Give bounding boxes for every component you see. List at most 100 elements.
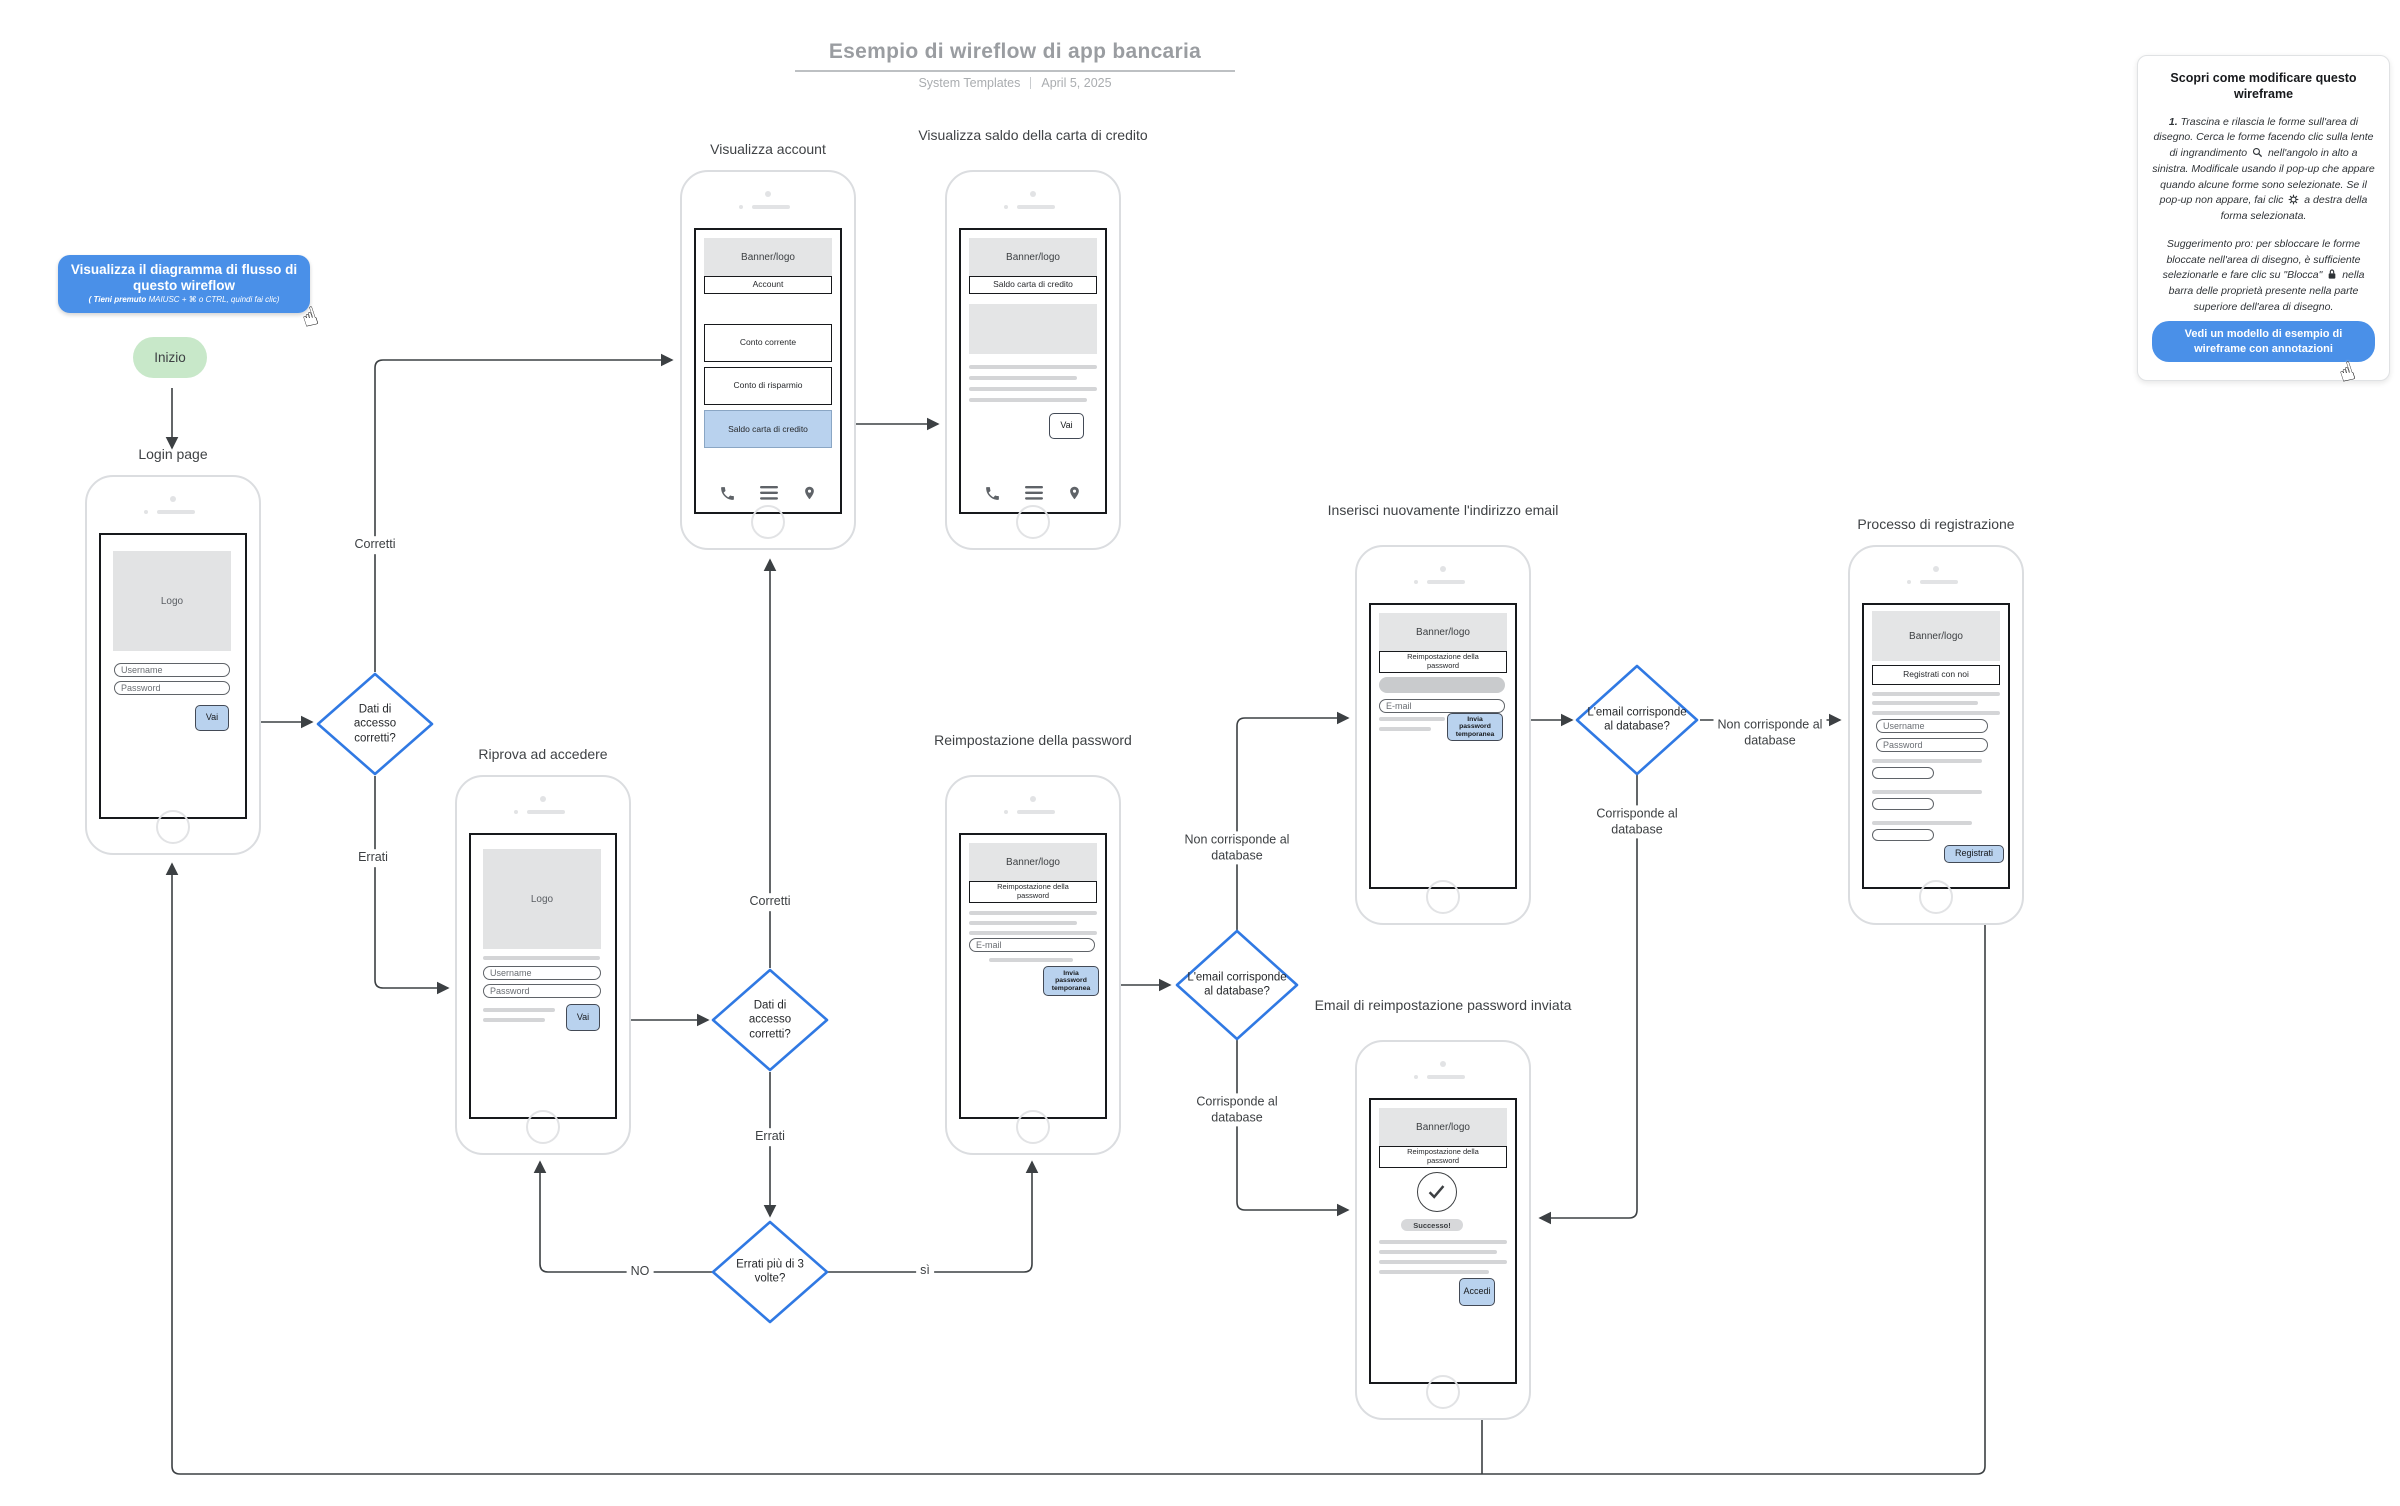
home-button[interactable] [1016, 1110, 1050, 1144]
page-title: Esempio di wireflow di app bancaria [794, 40, 1236, 72]
username-field[interactable]: Username [483, 966, 601, 980]
menu-icon[interactable] [760, 486, 778, 500]
go-button[interactable]: Vai [1049, 413, 1084, 439]
extra-field[interactable] [1872, 829, 1934, 841]
banner-logo: Banner/logo [969, 843, 1097, 881]
screen-retry: Logo Username Password Vai [469, 833, 617, 1119]
send-temp-password-button[interactable]: Invia password temporanea [1447, 713, 1503, 741]
phone-registration: Banner/logo Registrati con noi Username … [1848, 545, 2024, 925]
decision-d2-shape [711, 968, 829, 1072]
home-button[interactable] [156, 810, 190, 844]
go-button[interactable]: Vai [195, 705, 229, 731]
text-line [1379, 1270, 1489, 1274]
sensor-dot [1004, 810, 1008, 814]
card-balance-heading: Saldo carta di credito [969, 276, 1097, 294]
extra-field[interactable] [1872, 767, 1934, 779]
sensor-dot [144, 510, 148, 514]
text-line [1379, 727, 1431, 731]
decision-d5-label: L'email corrisponde al database? [1587, 706, 1687, 733]
speaker [1427, 580, 1465, 584]
diagram-header: Esempio di wireflow di app bancaria Syst… [765, 40, 1265, 90]
conto-corrente-button[interactable]: Conto corrente [704, 324, 832, 362]
home-button[interactable] [1426, 880, 1460, 914]
gear-icon [2289, 194, 2299, 205]
username-field[interactable]: Username [114, 663, 230, 677]
camera-dot [1030, 796, 1036, 802]
home-button[interactable] [1016, 505, 1050, 539]
phone-title-card-balance: Visualizza saldo della carta di credito [918, 127, 1148, 143]
text-line [969, 387, 1097, 391]
password-field[interactable]: Password [114, 681, 230, 695]
saldo-carta-button[interactable]: Saldo carta di credito [704, 410, 832, 448]
edge-d3-si-reset [823, 1160, 1039, 1273]
edge-label-corretti-1: Corretti [350, 536, 400, 554]
camera-dot [1440, 1061, 1446, 1067]
text-line [483, 956, 600, 960]
panel-title: Scopri come modificare questo wireframe [2170, 71, 2357, 102]
decision-d5-shape [1575, 664, 1699, 776]
phone-title-login: Login page [138, 446, 208, 462]
password-field[interactable]: Password [1876, 738, 1988, 752]
go-button[interactable]: Vai [566, 1004, 600, 1031]
text-line [1379, 1260, 1507, 1264]
sensor-dot [1414, 580, 1418, 584]
speaker [1427, 1075, 1465, 1079]
edge-d3-no-retry [533, 1160, 717, 1273]
conto-risparmio-button[interactable]: Conto di risparmio [704, 367, 832, 405]
location-icon[interactable] [802, 484, 817, 502]
edge-d1-retry [374, 776, 450, 995]
email-field[interactable]: E-mail [1379, 699, 1505, 713]
home-button[interactable] [751, 505, 785, 539]
logo-placeholder: Logo [113, 551, 231, 651]
home-button[interactable] [526, 1110, 560, 1144]
register-button[interactable]: Registrati [1944, 845, 2004, 863]
phone-title-email-sent: Email di reimpostazione password inviata [1314, 997, 1572, 1013]
sensor-dot [514, 810, 518, 814]
decision-d1-shape [316, 672, 434, 776]
magnifier-icon [2252, 147, 2263, 158]
login-button[interactable]: Accedi [1459, 1278, 1495, 1306]
screen-login: Logo Username Password Vai [99, 533, 247, 819]
screen-pw-reset: Banner/logo Reimpostazione della passwor… [959, 833, 1107, 1119]
menu-icon[interactable] [1025, 486, 1043, 500]
edge-label-non-corrisponde-1: Non corrisponde al database [1163, 831, 1311, 865]
step-number: 1. [2168, 115, 2178, 128]
bottom-nav [961, 484, 1105, 502]
decision-d3-label: Errati più di 3 volte? [736, 1258, 804, 1285]
camera-dot [1440, 566, 1446, 572]
screen-card-balance: Banner/logo Saldo carta di credito Vai [959, 228, 1107, 514]
text-line [969, 911, 1097, 915]
subtitle-divider [1030, 77, 1032, 89]
username-field[interactable]: Username [1876, 719, 1988, 733]
text-line [969, 365, 1097, 369]
phone-call-icon[interactable] [719, 485, 736, 502]
password-field[interactable]: Password [483, 984, 601, 998]
see-annotated-template-button[interactable]: Vedi un modello di esempio di wireframe … [2152, 321, 2375, 362]
home-button[interactable] [1919, 880, 1953, 914]
reset-heading: Reimpostazione della password [1379, 1146, 1507, 1168]
speaker [527, 810, 565, 814]
phone-title-reenter: Inserisci nuovamente l'indirizzo email [1327, 502, 1559, 518]
location-icon[interactable] [1067, 484, 1082, 502]
phone-title-pw-reset: Reimpostazione della password [934, 732, 1132, 748]
callout-title: Visualizza il diagramma di flusso di que… [70, 262, 298, 293]
edge-label-errati-1: Errati [354, 849, 392, 867]
send-temp-password-button[interactable]: Invia password temporanea [1043, 966, 1099, 996]
view-flowchart-callout[interactable]: Visualizza il diagramma di flusso di que… [58, 255, 322, 334]
text-line [1872, 821, 1972, 825]
register-heading: Registrati con noi [1872, 665, 2000, 685]
extra-field[interactable] [1872, 798, 1934, 810]
screen-registration: Banner/logo Registrati con noi Username … [1862, 603, 2010, 889]
text-line [969, 921, 1077, 925]
edge-label-corretti-2: Corretti [745, 893, 795, 911]
decision-d1-label: Dati di accesso corretti? [353, 703, 397, 745]
text-line [1379, 1250, 1497, 1254]
email-field[interactable]: E-mail [969, 938, 1095, 952]
speaker [157, 510, 195, 514]
home-button[interactable] [1426, 1375, 1460, 1409]
edge-d4-reenter [1236, 711, 1350, 933]
edge-d5-emailsent [1538, 772, 1638, 1225]
phone-title-account: Visualizza account [710, 141, 826, 157]
decision-d3-shape [711, 1220, 829, 1324]
phone-call-icon[interactable] [984, 485, 1001, 502]
